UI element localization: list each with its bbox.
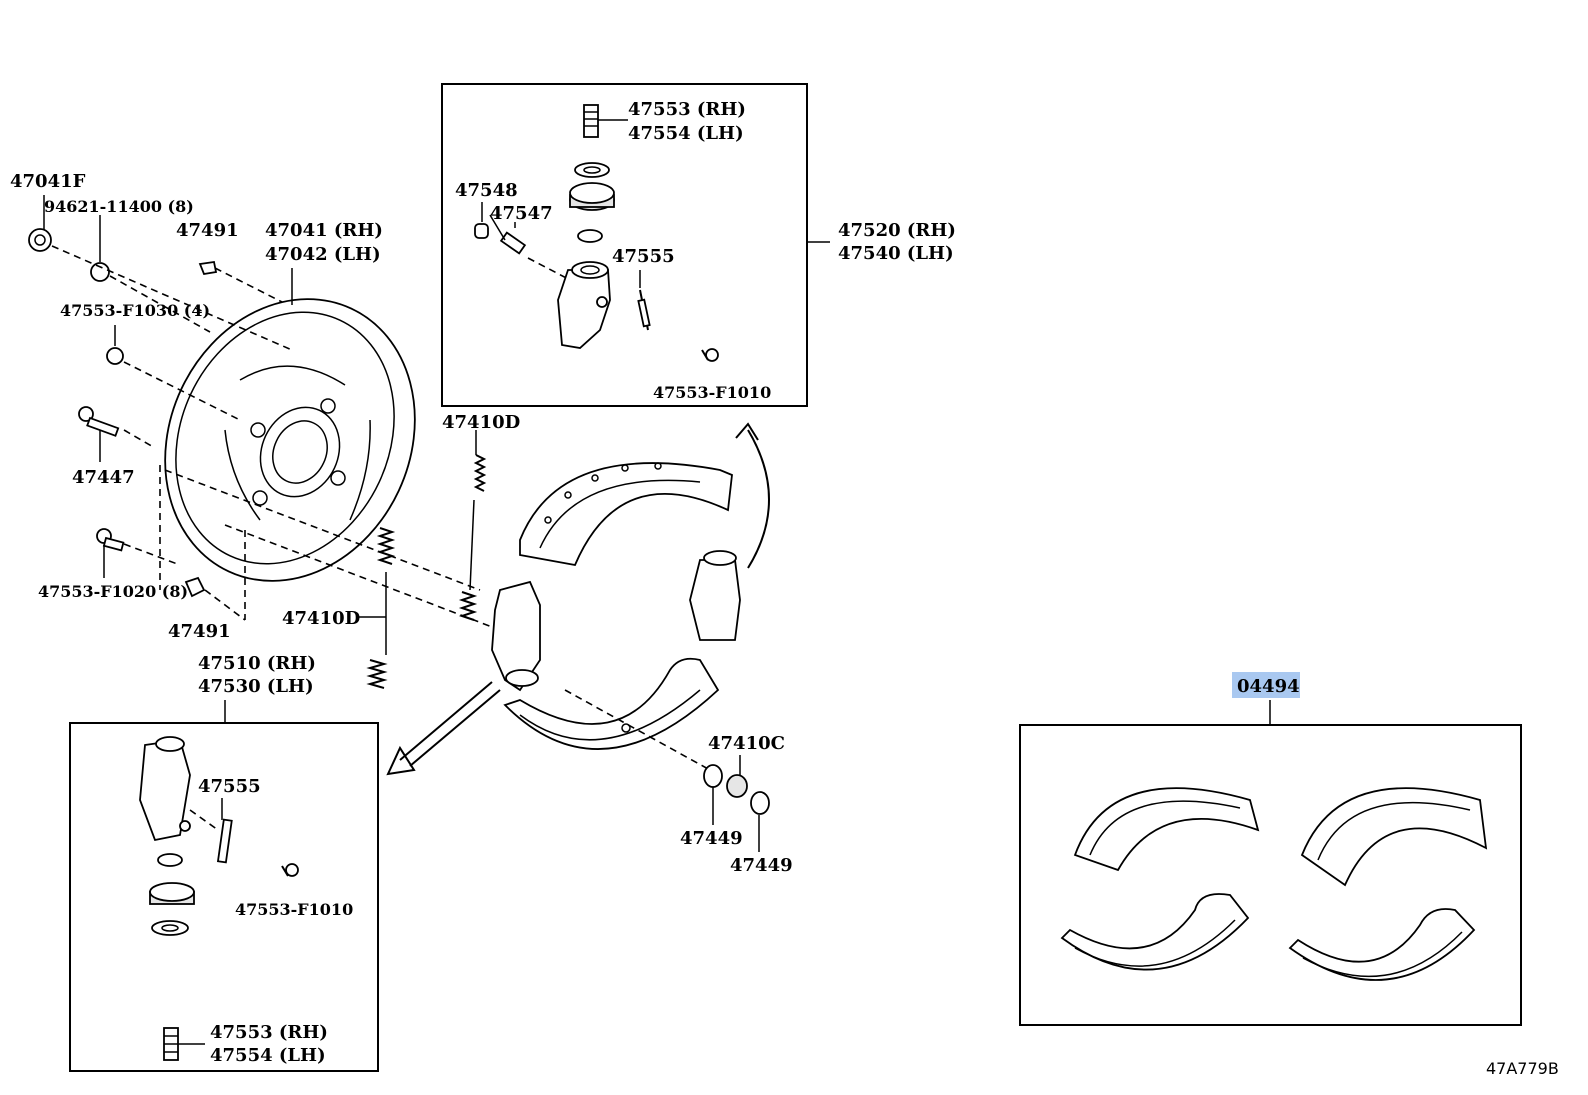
shoe-kit-box bbox=[1019, 724, 1522, 1026]
label-47554-lower: 47554 (LH) bbox=[210, 1045, 326, 1066]
label-47491-bottom: 47491 bbox=[168, 621, 231, 642]
label-47041: 47041 (RH) bbox=[265, 220, 383, 241]
label-47410D-left: 47410D bbox=[282, 608, 360, 629]
bolt-f1020-icon bbox=[96, 528, 125, 578]
label-47553-F1010-upper: 47553-F1010 bbox=[653, 383, 771, 402]
bolt-47447-icon bbox=[78, 406, 120, 462]
bolt-f1030-icon bbox=[106, 325, 124, 365]
label-47553-F1010-lower: 47553-F1010 bbox=[235, 900, 353, 919]
kit-shoe-1-icon bbox=[1073, 787, 1260, 872]
label-47510: 47510 (RH) bbox=[198, 653, 316, 674]
spring-left-icon bbox=[358, 527, 396, 689]
lower-bleeder-icon bbox=[163, 1027, 205, 1061]
backing-plate-icon bbox=[164, 298, 416, 582]
label-47555-upper: 47555 bbox=[612, 246, 675, 267]
highlight-04494 bbox=[1232, 672, 1300, 698]
bleeder-valve-icon bbox=[499, 222, 527, 255]
right-wheel-cylinder-icon bbox=[689, 550, 741, 641]
label-47042: 47042 (LH) bbox=[265, 244, 381, 265]
screw-lower-icon bbox=[281, 863, 299, 877]
label-47553-upper: 47553 (RH) bbox=[628, 99, 746, 120]
curved-arrow-icon bbox=[747, 429, 770, 569]
lower-wheel-cylinder-icon bbox=[139, 736, 191, 842]
clip-lower-icon bbox=[184, 576, 206, 598]
kit-shoe-3-icon bbox=[1060, 893, 1250, 971]
label-47449-a: 47449 bbox=[680, 828, 743, 849]
label-47410D-top: 47410D bbox=[442, 412, 520, 433]
bleeder-screw-icon bbox=[583, 104, 628, 138]
label-04494[interactable]: 04494 bbox=[1237, 676, 1300, 697]
piston-cup-icon bbox=[569, 162, 615, 243]
upper-wheel-cylinder-icon bbox=[557, 261, 611, 349]
brake-shoe-upper-icon bbox=[519, 462, 733, 567]
upper-cylinder-box bbox=[441, 83, 808, 407]
label-47449-b: 47449 bbox=[730, 855, 793, 876]
cap-icon bbox=[474, 202, 489, 239]
nut-icon bbox=[28, 195, 52, 252]
label-47553-F1020: 47553-F1020 (8) bbox=[38, 582, 188, 601]
screw-upper-icon bbox=[701, 348, 719, 362]
label-47520: 47520 (RH) bbox=[838, 220, 956, 241]
diagram-code: 47A779B bbox=[1486, 1059, 1559, 1078]
kit-shoe-2-icon bbox=[1300, 787, 1488, 887]
label-47553-lower: 47553 (RH) bbox=[210, 1022, 328, 1043]
lower-cup-icon bbox=[149, 853, 195, 936]
washer-icon bbox=[90, 215, 110, 282]
label-47555-lower: 47555 bbox=[198, 776, 261, 797]
label-47554-upper: 47554 (LH) bbox=[628, 123, 744, 144]
lower-cylinder-box bbox=[69, 722, 379, 1072]
label-47041F: 47041F bbox=[10, 171, 86, 192]
clip-icon bbox=[198, 260, 218, 276]
lower-lever-icon bbox=[216, 798, 233, 864]
label-47491-top: 47491 bbox=[176, 220, 239, 241]
label-47547: 47547 bbox=[490, 203, 553, 224]
label-47447: 47447 bbox=[72, 467, 135, 488]
label-47410C: 47410C bbox=[708, 733, 785, 754]
adjuster-icon bbox=[703, 755, 770, 852]
straight-arrow-icon bbox=[399, 681, 493, 761]
center-wheel-cylinder-icon bbox=[491, 580, 541, 692]
label-47548: 47548 bbox=[455, 180, 518, 201]
kit-shoe-4-icon bbox=[1288, 908, 1476, 981]
label-47540: 47540 (LH) bbox=[838, 243, 954, 264]
label-47553-F1030: 47553-F1030 (4) bbox=[60, 301, 210, 320]
label-47530: 47530 (LH) bbox=[198, 676, 314, 697]
lever-spring-icon bbox=[637, 270, 651, 331]
brake-shoe-lower-icon bbox=[503, 657, 720, 750]
spring-upper-icon bbox=[458, 430, 487, 621]
label-94621: 94621-11400 (8) bbox=[44, 197, 194, 216]
